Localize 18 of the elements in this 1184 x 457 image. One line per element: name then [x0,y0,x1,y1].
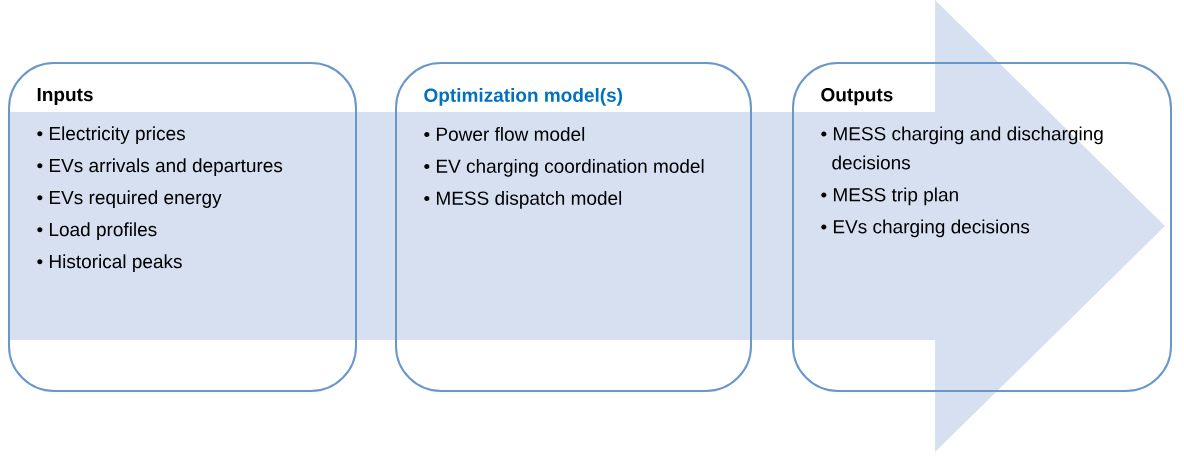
bullet-item: • Electricity prices [37,126,185,144]
stage-box [395,62,752,392]
bullet-item: • EVs charging decisions [821,219,1030,238]
stage-box [792,62,1172,392]
box-heading: Inputs [37,88,93,105]
box-heading: Optimization model(s) [424,88,623,106]
bullet-item: • EVs arrivals and departures [37,158,283,176]
bullet-item: • Historical peaks [37,254,182,272]
block-arrow [10,0,1165,452]
bullet-item: • MESS dispatch model [424,191,622,209]
bullet-item: • EVs required energy [37,190,222,208]
bullet-item: • Power flow model [424,127,585,141]
bullet-item: • Load profiles [37,222,157,240]
bullet-item: • EV charging coordination model [424,159,704,177]
stage-box [8,62,357,392]
bullet-item: • MESS trip plan [821,187,958,206]
bullet-item: • MESS charging and discharging decisions [821,126,1103,170]
box-heading: Outputs [821,88,893,106]
